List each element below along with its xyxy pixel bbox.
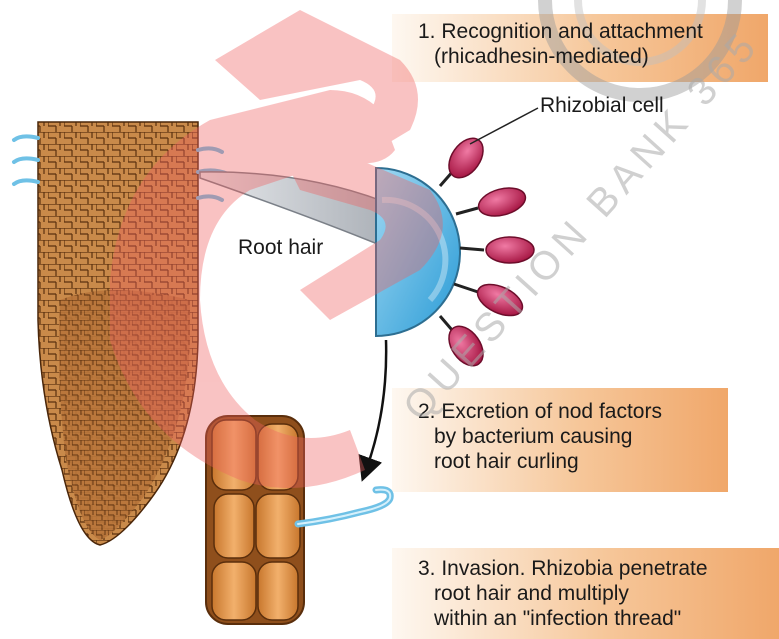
step3-label: 3. Invasion. Rhizobia penetrate root hai…: [418, 557, 708, 631]
rhizobial-cell-label: Rhizobial cell: [540, 94, 664, 119]
rhizobial-leader-line: [470, 108, 538, 144]
step1-label: 1. Recognition and attachment (rhicadhes…: [418, 20, 703, 70]
root-hair-label: Root hair: [238, 236, 323, 261]
step2-label: 2. Excretion of nod factors by bacterium…: [418, 400, 662, 474]
process-arrow: [366, 340, 386, 470]
